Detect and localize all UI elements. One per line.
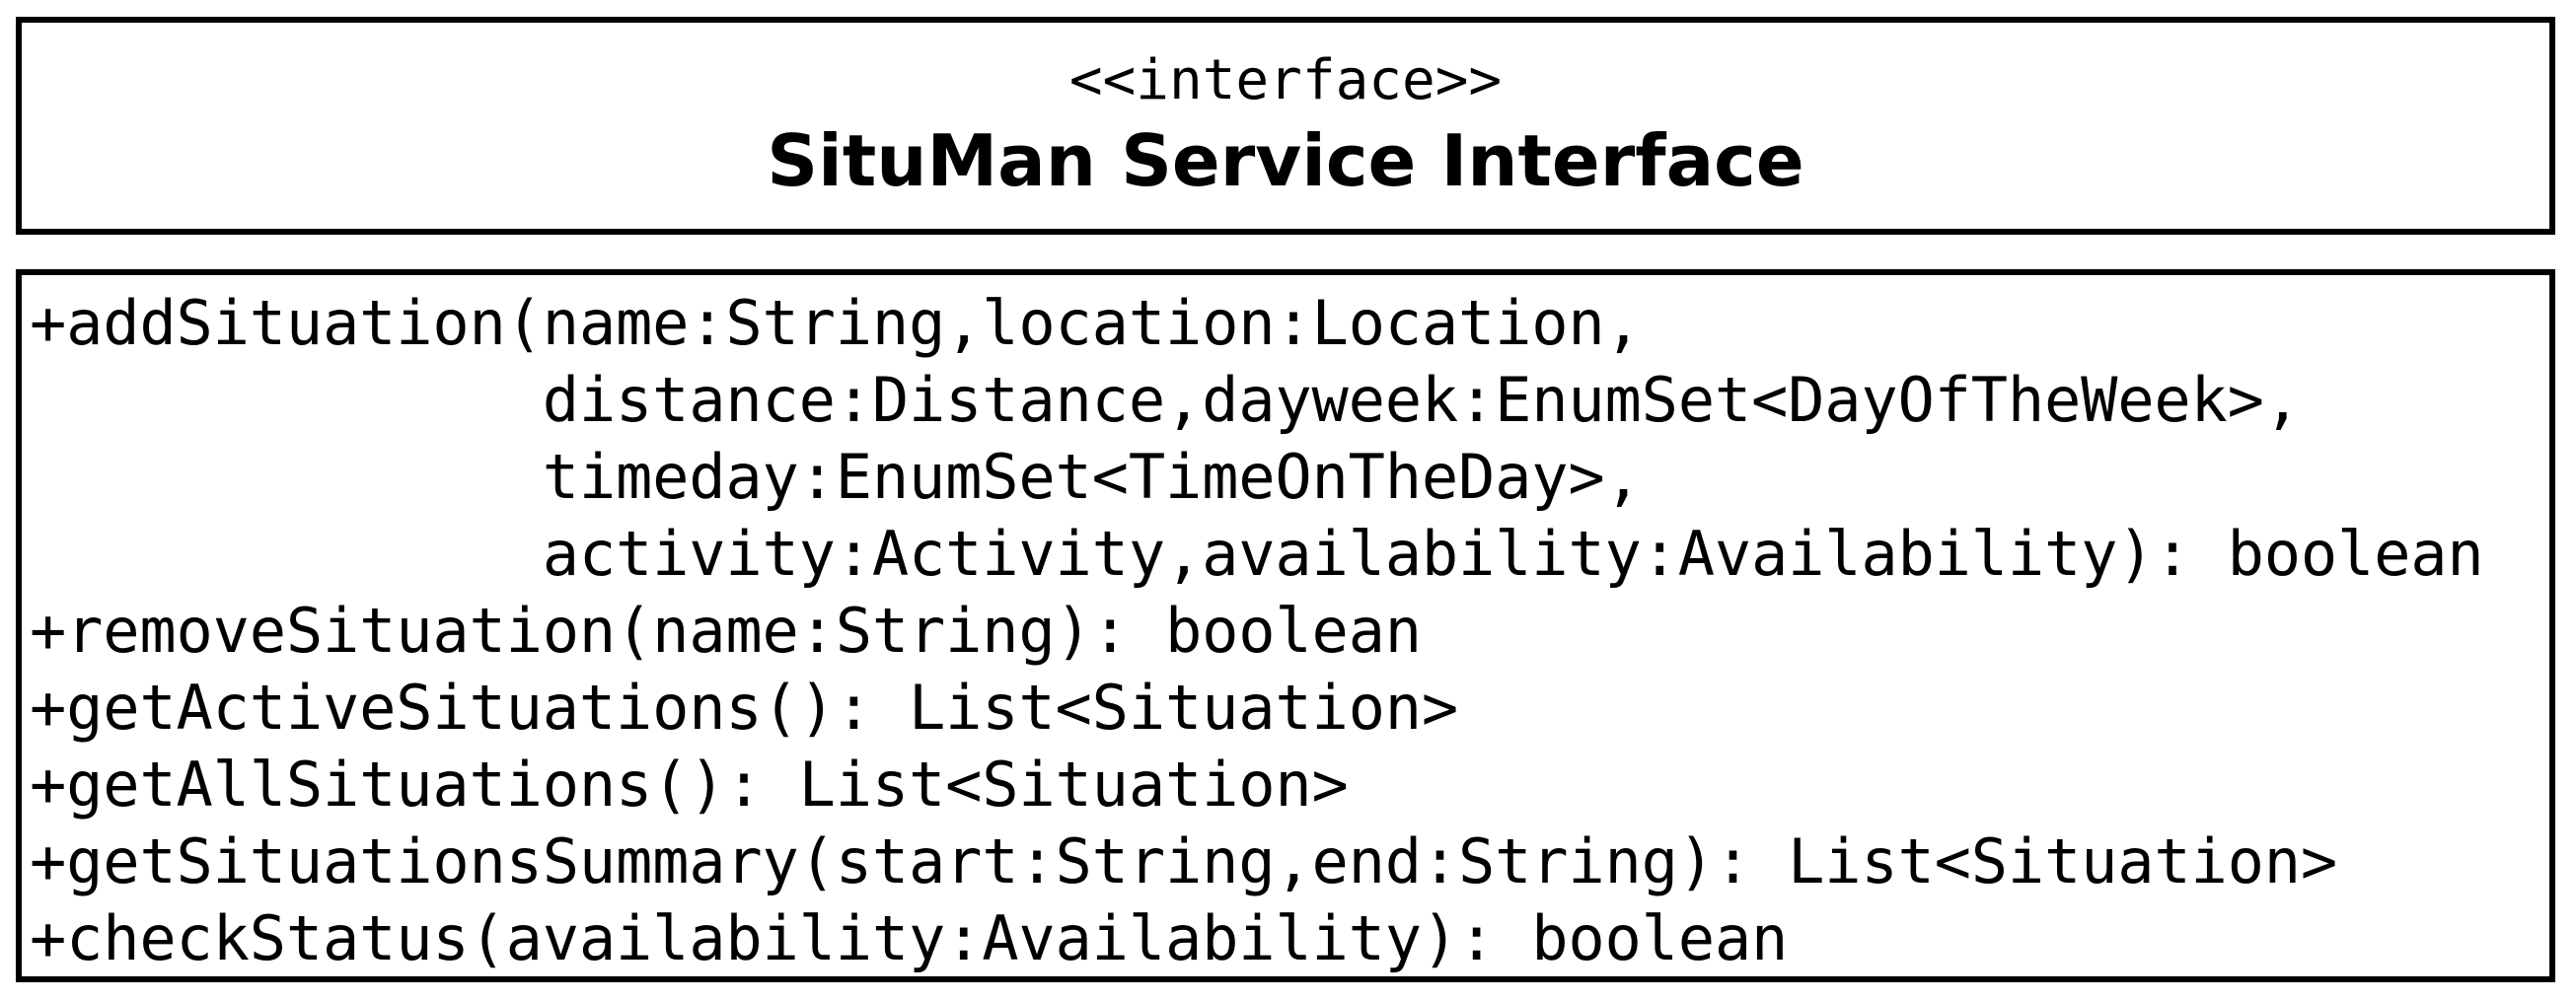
uml-interface-class-box: <<interface>> SituMan Service Interface … [16, 17, 2555, 982]
operation-line: +removeSituation(name:String): boolean [30, 595, 1422, 667]
operation-line: timeday:EnumSet<TimeOnTheDay>, [30, 441, 1642, 513]
operations-compartment: +addSituation(name:String,location:Locat… [16, 269, 2555, 982]
operation-line: distance:Distance,dayweek:EnumSet<DayOfT… [30, 364, 2301, 436]
operation-line: +addSituation(name:String,location:Locat… [30, 287, 1642, 359]
operation-line: activity:Activity,availability:Availabil… [30, 518, 2484, 590]
class-name-compartment: <<interface>> SituMan Service Interface [16, 17, 2555, 235]
operation-line: +checkStatus(availability:Availability):… [30, 902, 1789, 974]
stereotype-label: <<interface>> [1068, 48, 1503, 113]
operations-list: +addSituation(name:String,location:Locat… [30, 285, 2549, 976]
operation-line: +getAllSituations(): List<Situation> [30, 749, 1349, 821]
operation-line: +getSituationsSummary(start:String,end:S… [30, 825, 2338, 897]
operation-line: +getActiveSituations(): List<Situation> [30, 672, 1458, 744]
class-name-label: SituMan Service Interface [767, 119, 1804, 203]
